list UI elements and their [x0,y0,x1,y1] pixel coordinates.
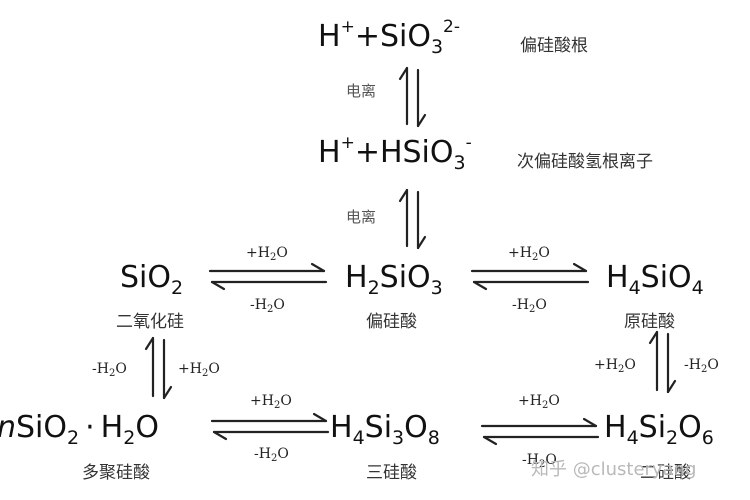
silicate-ion-name: 偏硅酸根 [520,36,588,56]
equilibrium-arrow-polysilicic-h4si3o8 [210,412,330,441]
equilibrium-arrow-h4si3o8-h4si2o6 [480,417,600,446]
disilicic-acid-name: 二硅酸 [640,463,691,483]
orthosilicic-acid-formula: H4SiO4 [606,260,704,299]
condition-plus-water-h2sio3-h4sio4: +H2O [508,245,550,263]
zhihu-watermark: 知乎 @clusteryang [531,459,697,480]
polysilicic-acid-name: 多聚硅酸 [82,463,150,483]
condition-minus-water-h2sio3-h4sio4: -H2O [512,297,547,315]
condition-minus-water-sio2-h2sio3: -H2O [250,297,285,315]
orthosilicic-acid-name: 原硅酸 [624,312,675,332]
disilicic-acid-formula: H4Si2O6 [604,410,714,449]
ionization-label-lower: 电离 [346,208,377,226]
condition-minus-water-left-vertical: -H2O [92,361,127,379]
trisilicic-acid-name: 三硅酸 [366,463,417,483]
trisilicic-acid-formula: H4Si3O8 [330,410,440,449]
condition-minus-water-h4si3o8-h4si2o6: -H2O [522,452,557,470]
equilibrium-arrow-sio2-polysilicic [144,336,173,400]
polysilicic-acid-formula: nSiO2·H2O [0,410,159,449]
condition-minus-water-polysilicic-h4si3o8: -H2O [254,446,289,464]
silicate-ion-formula: H++SiO32- [318,17,460,58]
ionization-label-upper: 电离 [346,82,377,100]
condition-minus-water-right-vertical: -H2O [684,357,719,375]
equilibrium-arrow-h2sio3-h4sio4 [470,262,590,291]
hydrogen-silicate-ion-formula: H++HSiO3- [318,133,472,174]
metasilicic-acid-formula: H2SiO3 [345,260,443,299]
metasilicic-acid-name: 偏硅酸 [366,312,417,332]
equilibrium-arrow-ionization-lower [398,188,427,250]
hydrogen-silicate-ion-name: 次偏硅酸氢根离子 [517,152,653,172]
silicon-dioxide-name: 二氧化硅 [116,312,184,332]
equilibrium-arrow-ionization-upper [398,66,427,128]
equilibrium-arrow-h4sio4-h4si2o6 [648,330,677,394]
condition-plus-water-left-vertical: +H2O [178,361,220,379]
condition-plus-water-right-vertical: +H2O [594,357,636,375]
condition-plus-water-polysilicic-h4si3o8: +H2O [250,393,292,411]
silicon-dioxide-formula: SiO2 [120,260,184,299]
equilibrium-arrow-sio2-h2sio3 [208,262,328,291]
condition-plus-water-sio2-h2sio3: +H2O [246,245,288,263]
condition-plus-water-h4si3o8-h4si2o6: +H2O [518,393,560,411]
